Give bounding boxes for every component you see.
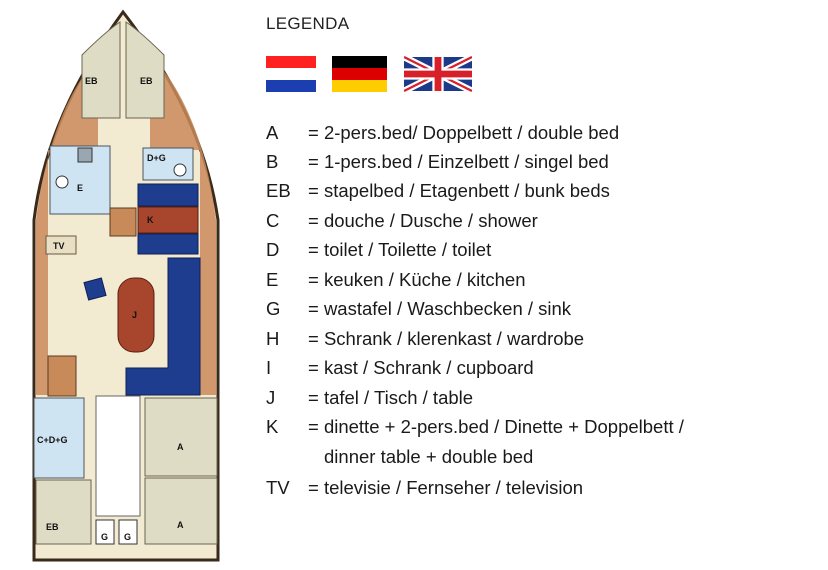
label-a-upper: A	[177, 442, 184, 452]
aft-bathroom	[33, 397, 85, 479]
germany-flag	[332, 56, 387, 92]
toilet-sink-room	[142, 147, 194, 181]
legend-desc: = kast / Schrank / cupboard	[308, 357, 534, 378]
label-tv: TV	[53, 241, 65, 251]
label-eb-left-top: EB	[85, 76, 98, 86]
aft-sink-left	[95, 519, 115, 545]
label-eb-right-top: EB	[140, 76, 153, 86]
language-flags	[266, 56, 566, 92]
dinette-cushion-mid	[137, 233, 199, 255]
boat-floor-plan: EB EB D+G E K TV J C+D+G A A EB G G	[32, 9, 220, 562]
wood-panel-right	[150, 60, 216, 395]
legend-code: A	[266, 122, 279, 143]
legend-desc: = keuken / Küche / kitchen	[308, 269, 526, 290]
legend-desc: = 2-pers.bed/ Doppelbett / double bed	[308, 122, 620, 143]
label-e: E	[77, 183, 83, 193]
label-g-right: G	[124, 532, 131, 542]
label-j: J	[132, 310, 137, 320]
salon-armchair	[83, 277, 107, 301]
legend-desc: = 1-pers.bed / Einzelbett / singel bed	[308, 151, 609, 172]
legend-code: K	[266, 416, 279, 437]
sink-icon	[55, 175, 69, 189]
legend-desc: = tafel / Tisch / table	[308, 387, 474, 408]
legend-code: TV	[266, 477, 290, 498]
double-bed-upper	[144, 397, 218, 477]
salon-bench-l	[125, 257, 201, 396]
tv-cabinet	[45, 235, 77, 255]
label-k: K	[147, 215, 154, 225]
legend-desc: = televisie / Fernseher / television	[308, 477, 584, 498]
stairs-aft	[47, 355, 77, 397]
wood-panel-salon-left	[36, 240, 48, 395]
legend-desc: = toilet / Toilette / toilet	[308, 239, 492, 260]
label-dg: D+G	[147, 153, 166, 163]
aft-sink-right	[118, 519, 138, 545]
legend-code: B	[266, 151, 279, 172]
dinette-table-k	[137, 206, 199, 234]
bunk-bed-bow-left	[81, 21, 121, 119]
legend-code: H	[266, 328, 280, 349]
stove-icon	[77, 147, 93, 163]
legend-desc: = douche / Dusche / shower	[308, 210, 538, 231]
toilet-icon	[173, 163, 187, 177]
double-bed-lower	[144, 477, 218, 545]
netherlands-flag	[266, 56, 316, 92]
legend-desc: dinner table + double bed	[324, 446, 534, 467]
legend-desc: = stapelbed / Etagenbett / bunk beds	[308, 180, 610, 201]
legend-desc: = wastafel / Waschbecken / sink	[308, 298, 572, 319]
legend-code: EB	[266, 180, 291, 201]
legend-code: G	[266, 298, 281, 319]
stairs-forward	[109, 207, 137, 237]
uk-flag	[404, 56, 472, 92]
legend-code: J	[266, 387, 276, 408]
bunk-bed-bow-right	[125, 21, 165, 119]
label-eb-bottom: EB	[46, 522, 59, 532]
legend-title: LEGENDA	[266, 14, 350, 33]
legend-code: D	[266, 239, 280, 260]
legend-desc: = dinette + 2-pers.bed / Dinette + Doppe…	[308, 416, 684, 437]
legend-code: I	[266, 357, 272, 378]
bunk-bed-aft	[35, 479, 92, 545]
dinette-cushion-top	[137, 183, 199, 207]
aft-corridor	[95, 395, 141, 517]
legend-code: C	[266, 210, 280, 231]
label-cdg: C+D+G	[37, 435, 68, 445]
legend-desc: = Schrank / klerenkast / wardrobe	[308, 328, 585, 349]
label-a-lower: A	[177, 520, 184, 530]
salon-table-j	[117, 277, 155, 353]
label-g-left: G	[101, 532, 108, 542]
legend-code: E	[266, 269, 279, 290]
